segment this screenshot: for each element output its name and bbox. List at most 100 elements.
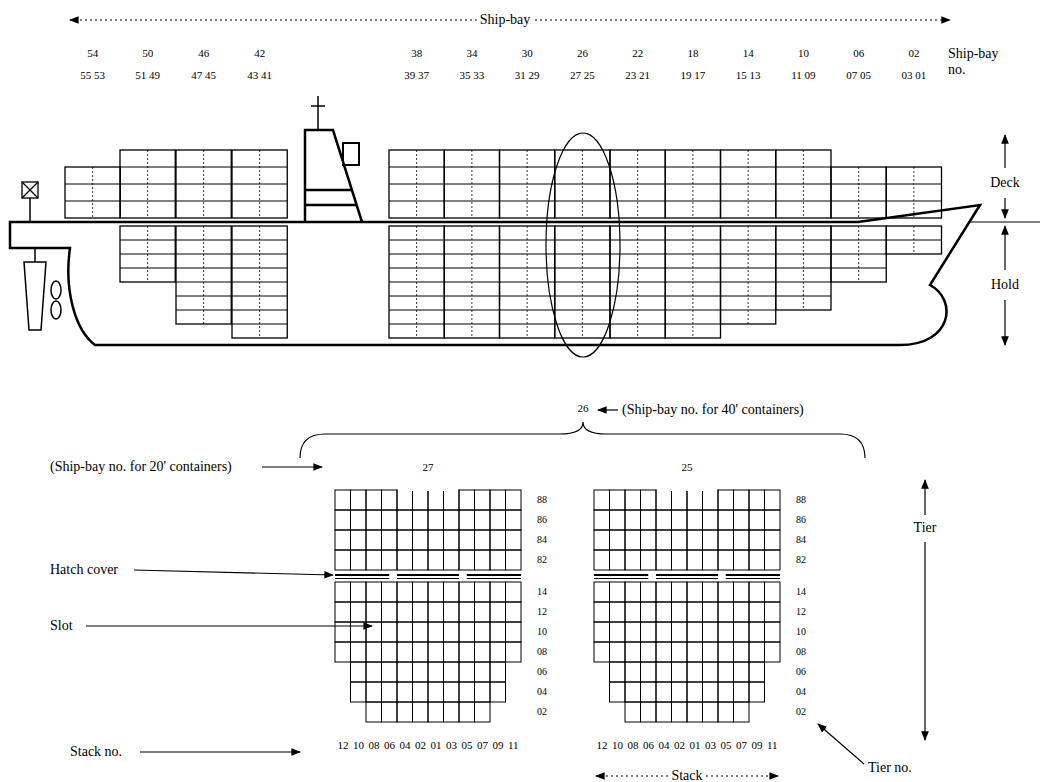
container-slot	[397, 490, 413, 510]
container-slot	[335, 602, 351, 622]
container-slot	[687, 662, 703, 682]
container-slot	[335, 582, 351, 602]
slot-line	[147, 150, 148, 218]
tier-number: 04	[537, 686, 547, 698]
bay-number-40ft: 10	[798, 47, 809, 60]
slot-line	[748, 226, 749, 324]
bay-number-20ft: 07 05	[846, 69, 871, 82]
container-slot	[413, 662, 429, 682]
container-slot	[718, 702, 734, 722]
container-slot	[382, 642, 398, 662]
container-slot	[610, 582, 626, 602]
tier-number: 86	[796, 514, 806, 526]
container-slot	[641, 582, 657, 602]
container-slot	[475, 622, 491, 642]
container-slot	[428, 510, 444, 530]
container-slot	[351, 662, 367, 682]
slot-line	[748, 150, 749, 218]
container-slot	[366, 602, 382, 622]
container-slot	[749, 622, 765, 642]
container-slot	[428, 530, 444, 550]
container-slot	[397, 530, 413, 550]
container-slot	[490, 582, 506, 602]
container-slot	[594, 642, 610, 662]
container-slot	[413, 682, 429, 702]
container-slot	[594, 622, 610, 642]
container-slot	[397, 582, 413, 602]
slot-line	[692, 226, 693, 338]
slot-line	[467, 578, 521, 579]
container-slot	[625, 490, 641, 510]
container-slot	[428, 622, 444, 642]
leader-arrow	[598, 409, 618, 410]
container-slot	[444, 582, 460, 602]
slot-line	[721, 201, 776, 202]
container-slot	[444, 490, 460, 510]
container-slot	[459, 642, 475, 662]
part-label: Tier no.	[868, 760, 912, 776]
slot-line	[726, 574, 780, 576]
container-slot	[625, 662, 641, 682]
bay-number-40ft: 18	[687, 47, 698, 60]
container-slot	[641, 682, 657, 702]
container-slot	[734, 602, 750, 622]
container-slot	[506, 550, 522, 570]
slot-line	[416, 226, 417, 338]
container-slot	[672, 490, 688, 510]
slot-line	[471, 150, 472, 218]
container-slot	[475, 490, 491, 510]
container-slot	[428, 602, 444, 622]
container-slot	[734, 682, 750, 702]
container-slot	[765, 510, 781, 530]
container-slot	[610, 682, 626, 702]
stack-numbers: 12 10 08 06 04 02 01 03 05 07 09 11	[596, 739, 777, 752]
container-slot	[351, 582, 367, 602]
container-slot	[734, 702, 750, 722]
container-slot	[765, 550, 781, 570]
container-slot	[428, 702, 444, 722]
container-slot	[625, 510, 641, 530]
container-slot	[625, 582, 641, 602]
container-slot	[428, 682, 444, 702]
tier-number: 84	[796, 534, 806, 546]
slot-line	[397, 578, 459, 579]
container-slot	[444, 682, 460, 702]
note-label: (Ship-bay no. for 20' containers)	[50, 459, 232, 475]
container-slot	[672, 622, 688, 642]
container-slot	[672, 642, 688, 662]
span-label: Ship-bay	[477, 12, 534, 28]
tier-number: 08	[796, 646, 806, 658]
tier-number: 12	[796, 606, 806, 618]
container-slot	[703, 702, 719, 722]
leader-arrow	[818, 724, 864, 764]
container-slot	[397, 642, 413, 662]
container-slot	[765, 490, 781, 510]
container-slot	[475, 602, 491, 622]
container-slot	[703, 510, 719, 530]
container-slot	[641, 702, 657, 722]
container-slot	[776, 150, 831, 218]
container-slot	[625, 642, 641, 662]
tier-number: 14	[796, 586, 806, 598]
container-slot	[672, 510, 688, 530]
bay-number-40ft: 54	[87, 47, 98, 60]
container-slot	[672, 550, 688, 570]
container-slot	[413, 702, 429, 722]
container-slot	[444, 662, 460, 682]
container-slot	[397, 702, 413, 722]
slot-line	[610, 201, 665, 202]
container-slot	[459, 702, 475, 722]
container-slot	[490, 642, 506, 662]
container-slot	[734, 622, 750, 642]
slot-line	[858, 226, 859, 282]
bay-number-20ft: 25	[682, 461, 693, 474]
bay-number-20ft: 35 33	[460, 69, 485, 82]
container-slot	[703, 682, 719, 702]
container-slot	[641, 550, 657, 570]
container-slot	[351, 530, 367, 550]
container-slot	[749, 662, 765, 682]
bay-number-20ft: 31 29	[515, 69, 540, 82]
container-slot	[351, 682, 367, 702]
slot-line	[594, 574, 648, 576]
